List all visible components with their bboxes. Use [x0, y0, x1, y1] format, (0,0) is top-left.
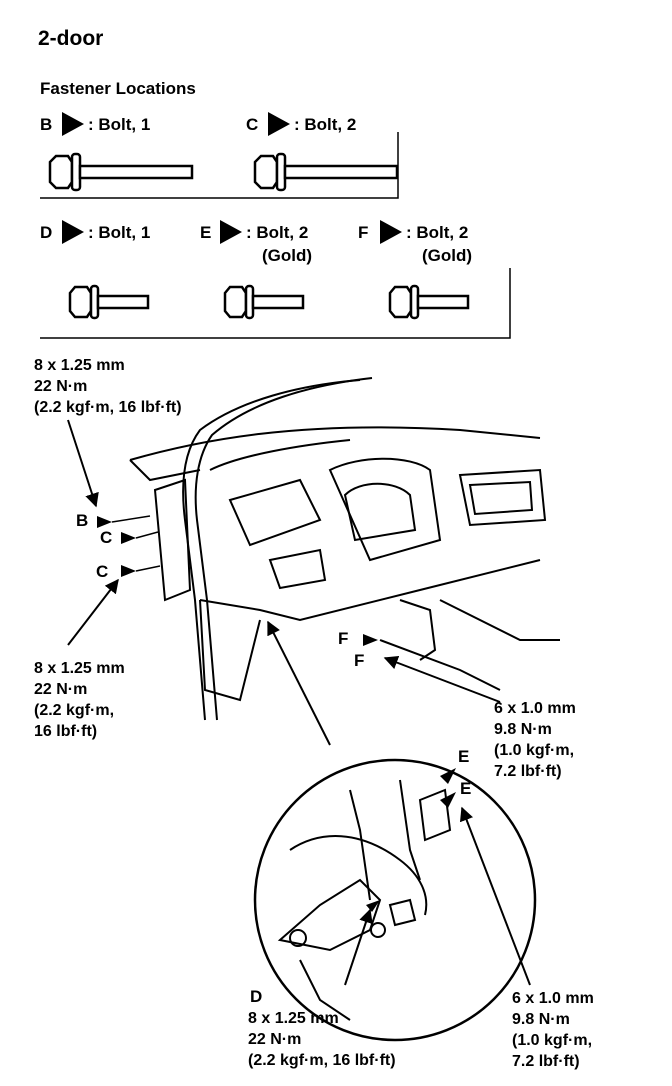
fastener-box-bottom	[40, 268, 511, 339]
page-title: 2-door	[38, 27, 104, 50]
fastener-f-note: (Gold)	[422, 246, 473, 265]
spec-bottom-right: 6 x 1.0 mm 9.8 N·m (1.0 kgf·m, 7.2 lbf·f…	[512, 990, 594, 1070]
bolt-d-icon	[68, 284, 150, 320]
callout-f-lower: F	[354, 651, 365, 670]
e2-marker-icon	[440, 792, 456, 808]
f1-callout-icon	[363, 634, 378, 646]
bolt-c-icon	[253, 152, 399, 192]
spec-bottom-center: 8 x 1.25 mm 22 N·m (2.2 kgf·m, 16 lbf·ft…	[248, 1010, 396, 1069]
marker-c-icon	[268, 112, 290, 136]
bolt-f-icon	[388, 284, 470, 320]
e1-marker-icon	[440, 768, 456, 784]
callout-c-upper: C	[100, 528, 113, 547]
fastener-f-desc: : Bolt, 2	[406, 223, 469, 242]
fastener-heading: Fastener Locations	[40, 79, 196, 98]
callout-f-upper: F	[338, 629, 349, 648]
callout-d: D	[250, 987, 263, 1006]
spec-mid-left: 8 x 1.25 mm 22 N·m (2.2 kgf·m, 16 lbf·ft…	[34, 660, 125, 740]
callout-e-lower: E	[460, 779, 472, 798]
fastener-d-desc: : Bolt, 1	[88, 223, 151, 242]
marker-b-icon	[62, 112, 84, 136]
fastener-f-letter: F	[358, 223, 369, 242]
fastener-c-letter: C	[246, 115, 259, 134]
b-leader	[111, 515, 151, 523]
callout-c-lower: C	[96, 562, 109, 581]
marker-e-icon	[220, 220, 242, 244]
fastener-d-letter: D	[40, 223, 53, 242]
fastener-b-desc: : Bolt, 1	[88, 115, 151, 134]
callout-b: B	[76, 511, 89, 530]
fastener-b-letter: B	[40, 115, 53, 134]
c2-leader	[135, 565, 161, 572]
bolt-e-icon	[223, 284, 305, 320]
c1-callout-icon	[121, 532, 136, 544]
detail-circle	[253, 758, 537, 1042]
fastener-c-desc: : Bolt, 2	[294, 115, 357, 134]
c2-callout-icon	[121, 565, 136, 577]
marker-d-icon	[62, 220, 84, 244]
spec-top-left: 8 x 1.25 mm 22 N·m (2.2 kgf·m, 16 lbf·ft…	[34, 357, 182, 416]
spec-right-upper: 6 x 1.0 mm 9.8 N·m (1.0 kgf·m, 7.2 lbf·f…	[494, 700, 576, 780]
callout-e-upper: E	[458, 747, 470, 766]
bolt-b-icon	[48, 152, 194, 192]
fastener-box-top	[40, 132, 399, 199]
b-callout-icon	[97, 516, 112, 528]
dashboard-outline	[129, 377, 560, 721]
fastener-e-note: (Gold)	[262, 246, 313, 265]
c1-leader	[135, 531, 159, 539]
marker-f-icon	[380, 220, 402, 244]
fastener-e-desc: : Bolt, 2	[246, 223, 309, 242]
leader-lines	[67, 419, 531, 986]
fastener-e-letter: E	[200, 223, 212, 242]
